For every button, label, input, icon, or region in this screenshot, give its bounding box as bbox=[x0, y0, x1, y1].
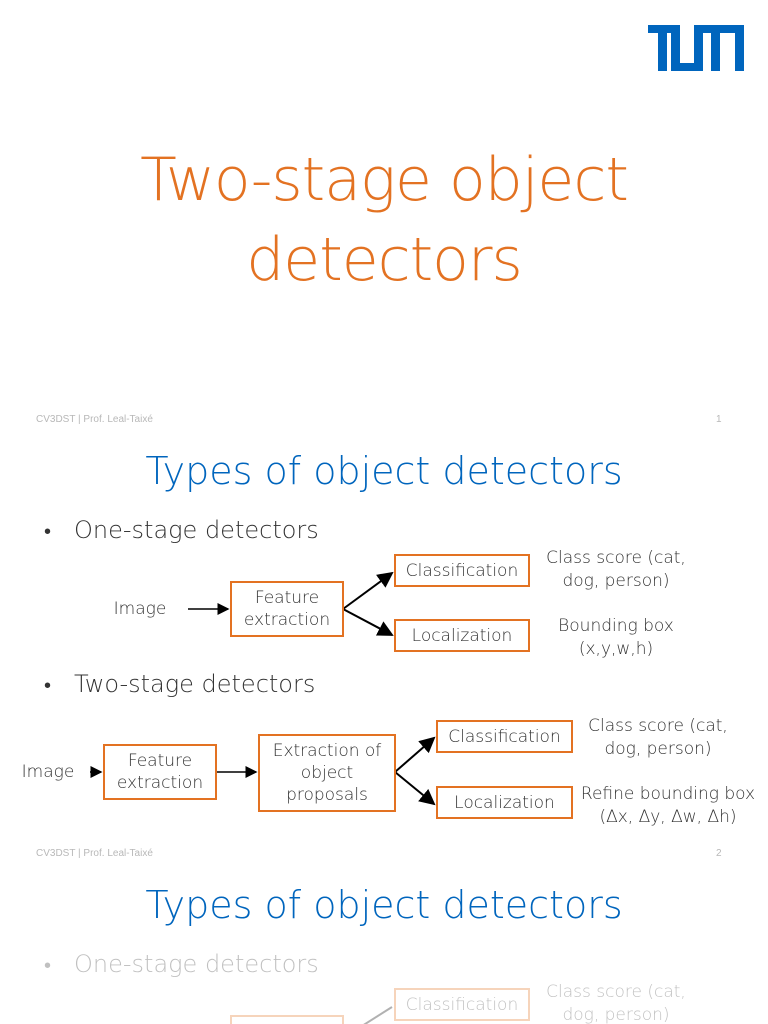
bullet-one-stage: • One-stage detectors bbox=[44, 950, 319, 978]
diagram-arrows bbox=[90, 571, 436, 806]
slide-title-page: Two-stage object detectors CV3DST | Prof… bbox=[0, 0, 768, 434]
one-stage-feature-box: Feature extraction bbox=[230, 581, 344, 637]
bullet-dot: • bbox=[44, 519, 52, 543]
localization-label: Localization bbox=[454, 792, 555, 813]
one-stage-bbox: Bounding box (x,y,w,h) bbox=[558, 616, 674, 659]
tum-logo bbox=[648, 25, 744, 71]
two-stage-bbox: Refine bounding box (Δx, Δy, Δw, Δh) bbox=[580, 784, 756, 827]
bullet-one-stage: • One-stage detectors bbox=[44, 516, 319, 544]
bullet-label: One-stage detectors bbox=[74, 516, 319, 544]
classification-label: Classification bbox=[405, 560, 519, 581]
classification-label: Classification bbox=[405, 994, 519, 1015]
classification-box: Classification bbox=[394, 988, 530, 1021]
proposals-label: Extraction of object proposals bbox=[272, 741, 382, 805]
slide-title: Types of object detectors bbox=[145, 883, 623, 927]
classification-label: Classification bbox=[448, 726, 561, 747]
two-stage-classification-box: Classification bbox=[436, 720, 573, 753]
bullet-label: One-stage detectors bbox=[74, 950, 319, 978]
one-stage-class-score: Class score (cat, dog, person) bbox=[546, 548, 686, 591]
two-stage-image-label: Image bbox=[21, 762, 75, 782]
feature-label: Feature extraction bbox=[116, 751, 204, 793]
feature-box bbox=[230, 1015, 344, 1024]
two-stage-proposals-box: Extraction of object proposals bbox=[258, 734, 396, 812]
slide-title: Types of object detectors bbox=[145, 449, 623, 493]
slide-footer: CV3DST | Prof. Leal-Taixé bbox=[36, 414, 153, 425]
slide-types-of-detectors: Types of object detectors • One-stage det… bbox=[0, 434, 768, 868]
feature-label: Feature extraction bbox=[243, 588, 331, 630]
bullet-dot: • bbox=[44, 673, 52, 697]
diagram-arrows bbox=[363, 1006, 393, 1024]
one-stage-classification-box: Classification bbox=[394, 554, 530, 587]
page-number: 2 bbox=[716, 848, 722, 859]
presentation-title: Two-stage object detectors bbox=[0, 140, 768, 300]
title-line-1: Two-stage object bbox=[140, 145, 629, 215]
two-stage-localization-box: Localization bbox=[436, 786, 573, 819]
localization-label: Localization bbox=[411, 625, 513, 646]
one-stage-image-label: Image bbox=[113, 599, 167, 619]
class-score: Class score (cat, dog, person) bbox=[546, 982, 686, 1024]
bullet-two-stage: • Two-stage detectors bbox=[44, 670, 315, 698]
two-stage-feature-box: Feature extraction bbox=[103, 744, 217, 800]
bullet-label: Two-stage detectors bbox=[74, 670, 316, 698]
one-stage-localization-box: Localization bbox=[394, 619, 530, 652]
slide-footer: CV3DST | Prof. Leal-Taixé bbox=[36, 848, 153, 859]
title-line-2: detectors bbox=[246, 225, 523, 295]
slide-types-of-detectors-next: Types of object detectors • One-stage det… bbox=[0, 868, 768, 1024]
bullet-dot: • bbox=[44, 953, 52, 977]
two-stage-class-score: Class score (cat, dog, person) bbox=[588, 716, 728, 759]
page-number: 1 bbox=[716, 414, 722, 425]
